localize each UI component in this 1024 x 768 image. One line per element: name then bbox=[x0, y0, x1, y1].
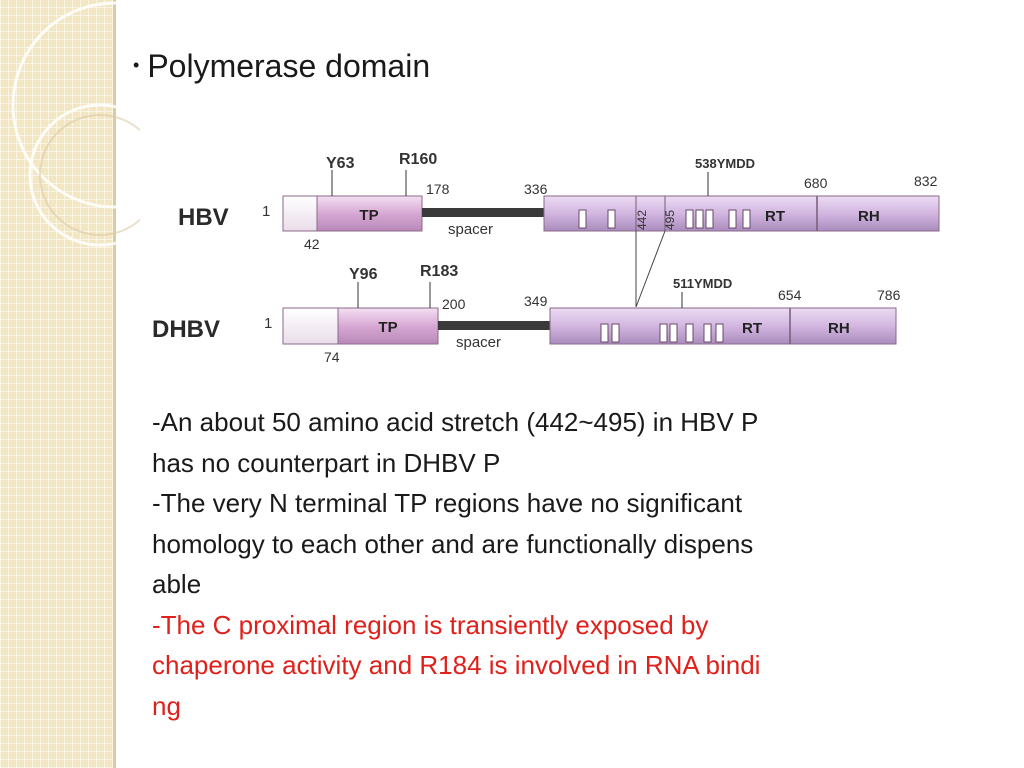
dhbv-motif-box bbox=[715, 323, 724, 343]
dhbv-rh-start-label: 654 bbox=[778, 287, 802, 303]
hbv-rt-start-label: 336 bbox=[524, 181, 548, 197]
hbv-track: HBV 1 TP spacer RT RH Y63 R160 178 336 4… bbox=[178, 151, 940, 252]
paragraph-3-line-1: -The C proximal region is transiently ex… bbox=[152, 609, 709, 640]
dhbv-motif-box bbox=[600, 323, 609, 343]
dhbv-label: DHBV bbox=[152, 316, 220, 343]
dhbv-motif-box bbox=[703, 323, 712, 343]
paragraph-2-line-3: able bbox=[152, 569, 202, 599]
paragraph-1: -An about 50 amino acid stretch (442~495… bbox=[152, 402, 952, 483]
dhbv-tp-end-label: 200 bbox=[442, 296, 466, 312]
hbv-motif-box bbox=[578, 209, 587, 229]
paragraph-3-highlighted: -The C proximal region is transiently ex… bbox=[152, 605, 952, 727]
dhbv-end-label: 786 bbox=[877, 287, 901, 303]
dhbv-tp-start-label: 74 bbox=[324, 349, 340, 365]
hbv-tp-start-label: 42 bbox=[304, 236, 320, 252]
hbv-spacer-bar bbox=[422, 208, 544, 217]
hbv-motif-box bbox=[607, 209, 616, 229]
hbv-rt-label: RT bbox=[765, 208, 785, 225]
paragraph-2-line-2: homology to each other and are functiona… bbox=[152, 528, 754, 559]
dhbv-start-label: 1 bbox=[264, 315, 272, 332]
bullet-icon: • bbox=[133, 55, 140, 75]
paragraph-1-line-1: -An about 50 amino acid stretch (442~495… bbox=[152, 407, 759, 437]
paragraph-2-line-1: -The very N terminal TP regions have no … bbox=[152, 488, 743, 518]
hbv-motif-box bbox=[705, 209, 714, 229]
hbv-tp-label: TP bbox=[359, 207, 378, 224]
paragraph-3-line-3: ng bbox=[152, 690, 181, 721]
hbv-motif-box bbox=[728, 209, 737, 229]
hbv-motif-box bbox=[742, 209, 751, 229]
dhbv-motif-box bbox=[611, 323, 620, 343]
hbv-y63-label: Y63 bbox=[326, 155, 355, 172]
dhbv-tp-label: TP bbox=[378, 319, 397, 336]
hbv-rh-start-label: 680 bbox=[804, 175, 828, 191]
decorative-circles bbox=[11, 1, 140, 247]
dhbv-n-terminal-block bbox=[282, 307, 339, 345]
hbv-gap-end-label: 495 bbox=[663, 210, 677, 230]
hbv-rh-label: RH bbox=[858, 208, 880, 225]
hbv-label: HBV bbox=[178, 204, 229, 231]
sidebar-edge bbox=[113, 0, 116, 768]
hbv-rt-region bbox=[543, 195, 940, 232]
dhbv-motif-box bbox=[659, 323, 668, 343]
paragraph-2: -The very N terminal TP regions have no … bbox=[152, 483, 952, 605]
dhbv-rt-start-label: 349 bbox=[524, 293, 548, 309]
dhbv-track: DHBV 1 TP spacer RT RH Y96 R183 200 349 … bbox=[152, 263, 901, 365]
hbv-gap-start-label: 442 bbox=[635, 210, 649, 230]
dhbv-ymdd-label: 511YMDD bbox=[673, 276, 732, 291]
sidebar-pattern bbox=[0, 0, 113, 768]
dhbv-rh-label: RH bbox=[828, 320, 850, 337]
hbv-start-label: 1 bbox=[262, 203, 270, 220]
dhbv-rt-label: RT bbox=[742, 320, 762, 337]
dhbv-motif-box bbox=[685, 323, 694, 343]
dhbv-spacer-bar bbox=[438, 321, 550, 330]
dhbv-y96-label: Y96 bbox=[349, 266, 378, 283]
homology-link-right bbox=[635, 230, 666, 308]
hbv-r160-label: R160 bbox=[399, 151, 437, 168]
hbv-end-label: 832 bbox=[914, 173, 938, 189]
dhbv-motif-box bbox=[669, 323, 678, 343]
paragraph-3-line-2: chaperone activity and R184 is involved … bbox=[152, 650, 761, 680]
slide-title: • Polymerase domain bbox=[133, 48, 430, 85]
hbv-tp-block bbox=[316, 195, 423, 232]
paragraph-1-line-2: has no counterpart in DHBV P bbox=[152, 447, 501, 478]
polymerase-domain-diagram: HBV 1 TP spacer RT RH Y63 R160 178 336 4… bbox=[152, 151, 940, 365]
hbv-motif-box bbox=[695, 209, 704, 229]
dhbv-r183-label: R183 bbox=[420, 263, 458, 280]
body-text: -An about 50 amino acid stretch (442~495… bbox=[152, 402, 952, 726]
slide-title-text: Polymerase domain bbox=[147, 48, 431, 84]
hbv-motif-box bbox=[685, 209, 694, 229]
hbv-tp-end-label: 178 bbox=[426, 181, 450, 197]
hbv-ymdd-label: 538YMDD bbox=[695, 156, 755, 171]
dhbv-spacer-label: spacer bbox=[456, 334, 501, 351]
hbv-n-terminal-block bbox=[282, 195, 318, 232]
hbv-spacer-label: spacer bbox=[448, 221, 493, 238]
dhbv-tp-block bbox=[337, 307, 439, 345]
